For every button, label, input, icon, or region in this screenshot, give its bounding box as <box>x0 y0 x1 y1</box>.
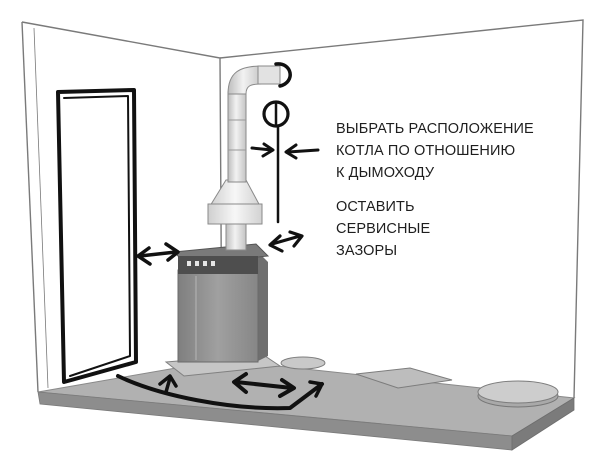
service-clearance-note: ОСТАВИТЬ СЕРВИСНЫЕ ЗАЗОРЫ <box>336 196 430 262</box>
chimney-note-line-1: ВЫБРАТЬ РАСПОЛОЖЕНИЕ <box>336 121 534 137</box>
clearance-note-line-3: ЗАЗОРЫ <box>336 243 398 259</box>
floor-footprint-sketch <box>116 374 324 411</box>
boiler-panel-button-2 <box>195 261 199 266</box>
boiler-control-panel <box>178 256 258 274</box>
flue-pipe <box>207 65 281 251</box>
left-wall-edge <box>21 21 39 393</box>
boiler <box>172 243 270 363</box>
floor-right-face <box>511 397 575 451</box>
chimney-location-note: ВЫБРАТЬ РАСПОЛОЖЕНИЕ КОТЛА ПО ОТНОШЕНИЮ … <box>336 118 534 184</box>
floor-slab <box>37 356 576 451</box>
boiler-panel-button-1 <box>187 261 191 266</box>
double-headed-arrow-icon <box>268 230 304 253</box>
double-headed-arrow-icon <box>136 242 180 266</box>
double-headed-arrow-icon <box>232 372 296 398</box>
marker-annotations <box>56 62 324 411</box>
chimney-ring-sketch-top <box>274 62 292 88</box>
floor-drain-large <box>477 380 559 404</box>
boiler-side <box>256 250 268 362</box>
flue-elbow <box>227 65 263 95</box>
chimney-note-line-3: К ДЫМОХОДУ <box>336 165 435 181</box>
floor-drain-small <box>280 356 326 370</box>
chimney-note-line-2: КОТЛА ПО ОТНОШЕНИЮ <box>336 143 516 159</box>
boiler-panel-button-3 <box>203 261 207 266</box>
floor-hatch <box>355 367 453 389</box>
clearance-note-line-2: СЕРВИСНЫЕ <box>336 221 431 237</box>
boiler-body <box>177 269 259 363</box>
boiler-panel-button-4 <box>211 261 215 266</box>
flue-hood-rim <box>207 203 263 225</box>
floor-footprint-arrowhead <box>308 380 324 398</box>
door-outline-inner-sketch <box>63 95 131 377</box>
door-outline-sketch <box>56 88 138 384</box>
converging-arrows-icon <box>250 142 320 160</box>
chimney-ring-sketch <box>262 100 290 128</box>
up-arrow-icon <box>158 374 178 394</box>
left-wall-inner-line <box>33 27 49 389</box>
clearance-note-line-1: ОСТАВИТЬ <box>336 199 415 215</box>
flue-base-collar <box>225 221 247 251</box>
flue-horizontal-pipe <box>257 65 281 85</box>
flue-draft-hood <box>209 179 261 207</box>
flue-vertical-pipe <box>227 91 247 183</box>
room-walls <box>21 19 584 399</box>
right-wall-outline <box>219 19 584 399</box>
